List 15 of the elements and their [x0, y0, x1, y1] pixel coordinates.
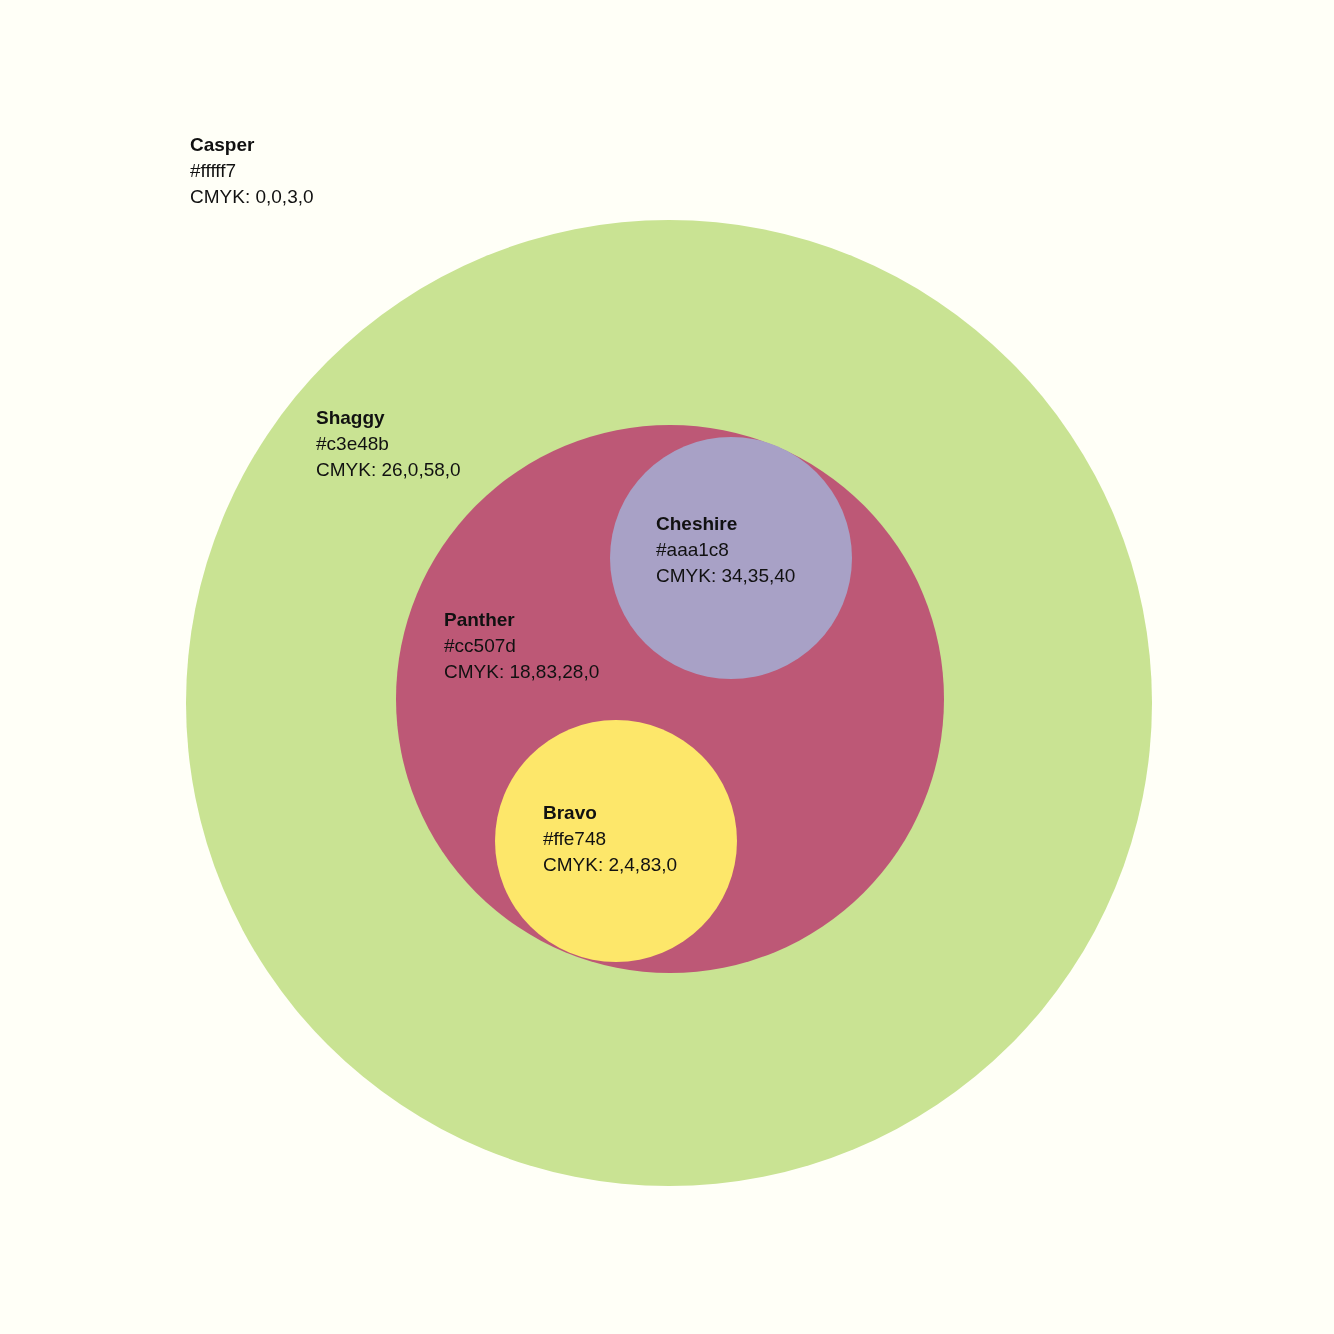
- color-name: Casper: [190, 133, 255, 157]
- color-name: Shaggy: [316, 406, 385, 430]
- color-name: Panther: [444, 608, 515, 632]
- cmyk-values: CMYK: 18,83,28,0: [444, 660, 600, 684]
- cmyk-values: CMYK: 34,35,40: [656, 564, 796, 588]
- cmyk-values: CMYK: 26,0,58,0: [316, 458, 461, 482]
- color-name: Bravo: [543, 801, 597, 825]
- hex-code: #ffe748: [543, 827, 607, 851]
- hex-code: #fffff7: [190, 159, 237, 183]
- hex-code: #c3e48b: [316, 432, 389, 456]
- color-name: Cheshire: [656, 512, 738, 536]
- hex-code: #cc507d: [444, 634, 516, 658]
- hex-code: #aaa1c8: [656, 538, 729, 562]
- cmyk-values: CMYK: 2,4,83,0: [543, 853, 678, 877]
- cmyk-values: CMYK: 0,0,3,0: [190, 185, 314, 209]
